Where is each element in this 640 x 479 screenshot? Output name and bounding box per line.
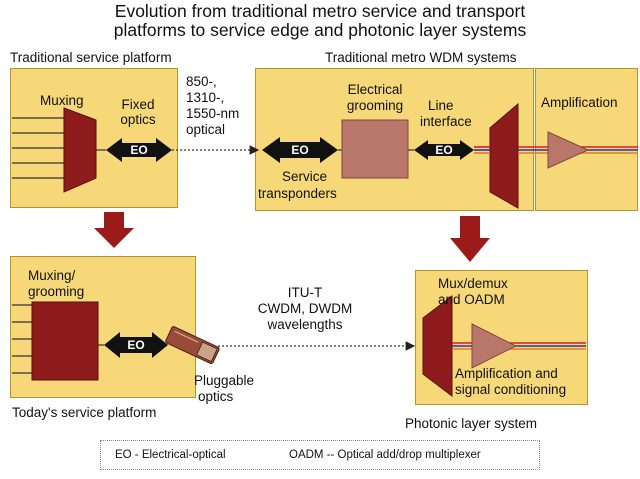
today-muxing-grooming-block: [31, 301, 99, 381]
line-label: Line: [428, 98, 454, 113]
photonic-layer-caption: Photonic layer system: [405, 416, 538, 431]
wavelength-1550: 1550-nm: [186, 106, 240, 121]
itu-t-label: ITU-T: [287, 285, 323, 300]
tsp-optics-label: optics: [120, 112, 156, 127]
wavelengths-label: wavelengths: [267, 317, 343, 332]
wdm-mux-shape: [489, 102, 519, 209]
service-label: Service: [282, 169, 328, 184]
today-input-lines: [12, 304, 32, 374]
todays-platform-caption: Today's service platform: [12, 405, 157, 420]
tsp-fixed-label: Fixed: [121, 97, 155, 112]
mux-demux-label: Mux/demux: [438, 276, 508, 291]
photonic-amplifier-triangle: [471, 323, 518, 369]
pluggable-label: Pluggable: [194, 373, 255, 388]
wdm-eo-arrow: [262, 137, 338, 163]
diagram-title-line-2: platforms to service edge and photonic l…: [113, 20, 527, 40]
down-arrow-right: [450, 216, 490, 262]
transponders-label: transponders: [258, 186, 337, 201]
photonic-mux-shape: [422, 294, 453, 398]
diagram-title-line-1: Evolution from traditional metro service…: [114, 1, 526, 21]
traditional-wdm-caption: Traditional metro WDM systems: [325, 50, 517, 65]
legend-oadm-definition: OADM -- Optical add/drop multiplexer: [289, 449, 481, 461]
today-muxing-label: Muxing/: [28, 268, 76, 283]
wavelength-850: 850-,: [186, 74, 217, 89]
pluggable-optics-label: optics: [198, 389, 234, 404]
traditional-service-platform-caption: Traditional service platform: [10, 50, 172, 65]
wavelength-1310: 1310-,: [186, 90, 225, 105]
wdm-eo-label: EO: [291, 143, 309, 157]
grooming-label: grooming: [346, 98, 404, 113]
down-arrow-left: [94, 212, 134, 248]
signal-conditioning-label: signal conditioning: [455, 382, 567, 397]
cwdm-dwdm-label: CWDM, DWDM: [257, 301, 353, 316]
amplification-signal-label: Amplification and: [455, 366, 558, 381]
today-eo-arrow: [104, 332, 168, 358]
tsp-eo-arrow: [106, 138, 172, 162]
tsp-eo-label: EO: [130, 143, 148, 157]
pluggable-optics-module: [165, 326, 220, 365]
oadm-label: and OADM: [438, 292, 505, 307]
interface-label: interface: [420, 114, 472, 129]
tsp-mux-shape: [63, 107, 97, 193]
electrical-label: Electrical: [347, 82, 403, 97]
tsp-input-lines: [12, 117, 64, 179]
tsp-muxing-label: Muxing: [40, 93, 84, 108]
line-eo-label: EO: [435, 143, 453, 157]
amplification-label: Amplification: [541, 95, 618, 110]
legend-box: EO - Electrical-optical OADM -- Optical …: [100, 440, 540, 470]
wavelength-optical: optical: [186, 122, 226, 137]
legend-eo-definition: EO - Electrical-optical: [115, 449, 226, 461]
today-eo-label: EO: [127, 338, 145, 352]
wdm-amplifier-triangle: [547, 131, 590, 169]
electrical-grooming-block: [341, 119, 409, 179]
line-eo-arrow: [414, 140, 474, 160]
today-grooming-label: grooming: [28, 284, 85, 299]
